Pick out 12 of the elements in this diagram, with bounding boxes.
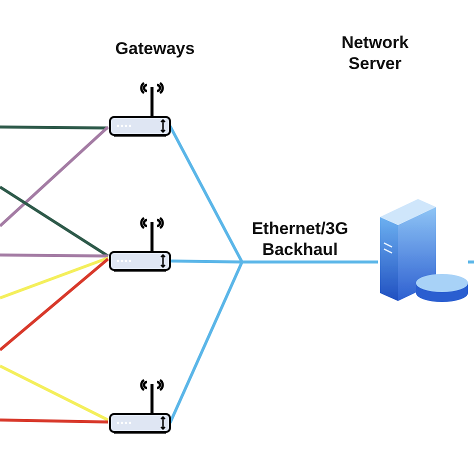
connection-line: [0, 418, 108, 424]
backhaul-line: [168, 260, 378, 424]
connection-line: [0, 186, 109, 258]
connection-line: [0, 258, 109, 352]
heading-label: Gateways: [114, 38, 196, 59]
connection-line: [0, 126, 110, 228]
connection-line: [0, 364, 109, 422]
connection-line: [0, 126, 108, 130]
connection-line: [468, 260, 474, 264]
connection-line: [0, 254, 108, 258]
heading-label: Network Server: [340, 32, 410, 74]
connection-line: [0, 256, 109, 300]
